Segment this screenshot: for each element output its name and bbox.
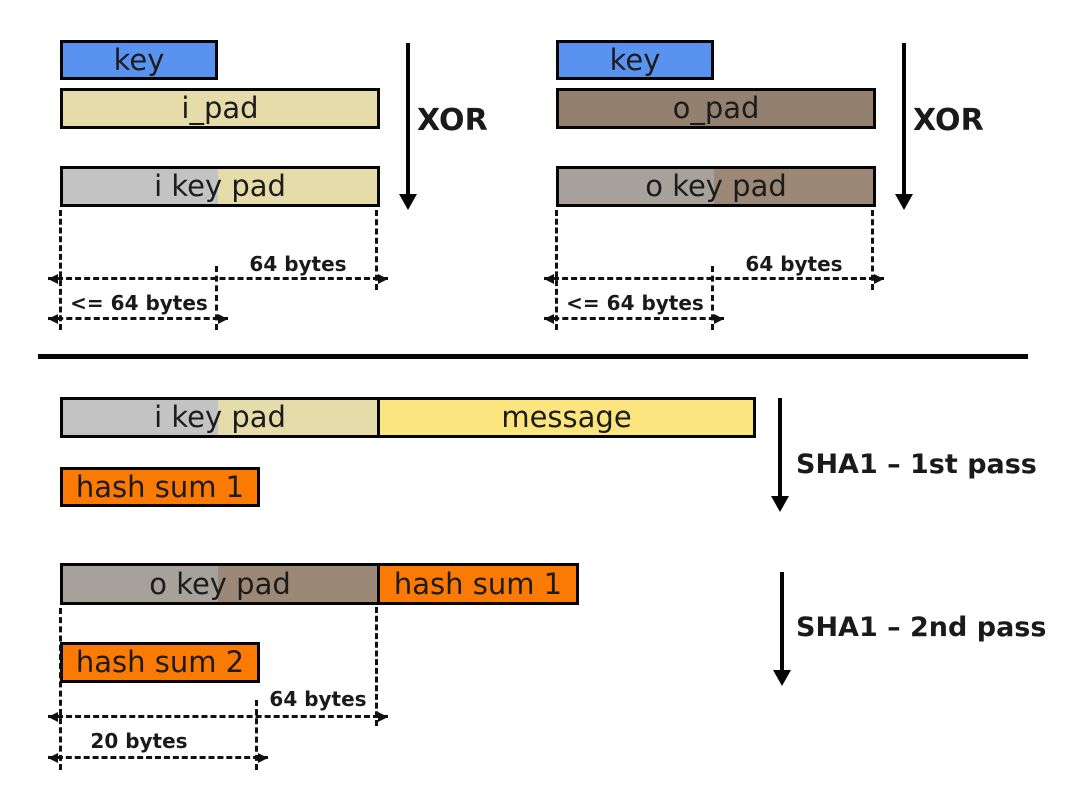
guide-line <box>871 210 874 290</box>
dim-line-le64-bytes-right <box>544 314 724 324</box>
opad-box: o_pad <box>556 88 876 129</box>
guide-line <box>375 210 378 290</box>
i-key-pad-gray-segment <box>63 169 218 204</box>
xor-arrow-left <box>399 43 417 210</box>
opad-label: o_pad <box>672 91 760 125</box>
dim-label-le64-bytes-right: <= 64 bytes <box>566 291 704 315</box>
hash-sum-2-box: hash sum 2 <box>60 642 260 683</box>
dim-line-64-bytes-right <box>544 274 884 284</box>
sha1-first-pass-label: SHA1 – 1st pass <box>796 449 1037 480</box>
dim-line-64-bytes-bottom <box>48 712 388 722</box>
i-key-pad-label: i key pad <box>154 169 286 203</box>
dim-label-64-bytes-right: 64 bytes <box>745 252 843 276</box>
i-key-pad-box-2: i key pad <box>60 397 380 438</box>
guide-line <box>375 607 378 726</box>
dim-line-20-bytes <box>48 753 268 763</box>
dim-label-20-bytes: 20 bytes <box>90 729 188 753</box>
o-key-pad-gray-segment <box>559 169 714 204</box>
guide-line <box>59 608 62 770</box>
o-key-pad-box: o key pad <box>556 166 876 207</box>
hash-sum-1-box-2: hash sum 1 <box>377 563 579 605</box>
hash-sum-1-label: hash sum 1 <box>75 469 245 504</box>
dim-label-le64-bytes-left: <= 64 bytes <box>70 291 208 315</box>
o-key-pad-gray-segment <box>63 566 218 602</box>
hash-sum-1-label: hash sum 1 <box>393 566 563 601</box>
i-key-pad-box: i key pad <box>60 166 380 207</box>
sha1-second-pass-arrow <box>773 572 791 686</box>
key-label: key <box>609 42 661 77</box>
xor-label-left: XOR <box>417 103 488 138</box>
message-label: message <box>501 400 632 434</box>
dim-line-64-bytes-left <box>48 274 388 284</box>
o-key-pad-label: o key pad <box>645 169 787 203</box>
guide-line <box>711 266 714 330</box>
section-divider <box>38 354 1028 359</box>
guide-line <box>255 700 258 770</box>
guide-line <box>59 210 62 330</box>
sha1-first-pass-arrow <box>771 398 789 512</box>
guide-line <box>555 210 558 330</box>
message-box: message <box>377 397 756 438</box>
sha1-second-pass-label: SHA1 – 2nd pass <box>796 612 1047 643</box>
i-key-pad-gray-segment <box>63 400 218 435</box>
o-key-pad-label: o key pad <box>149 566 291 601</box>
i-key-pad-label: i key pad <box>154 400 286 434</box>
xor-label-right: XOR <box>913 103 984 138</box>
ipad-label: i_pad <box>181 91 259 125</box>
key-box-right: key <box>556 40 714 80</box>
dim-line-le64-bytes-left <box>48 314 228 324</box>
o-key-pad-brown-segment <box>218 566 377 602</box>
dim-label-64-bytes-bottom: 64 bytes <box>269 687 367 711</box>
key-label: key <box>113 42 165 77</box>
xor-arrow-right <box>895 43 913 210</box>
i-key-pad-tan-segment <box>218 169 377 204</box>
o-key-pad-box-2: o key pad <box>60 563 380 605</box>
dim-label-64-bytes-left: 64 bytes <box>249 252 347 276</box>
o-key-pad-brown-segment <box>714 169 873 204</box>
hash-sum-2-label: hash sum 2 <box>75 645 245 679</box>
i-key-pad-tan-segment <box>218 400 377 435</box>
key-box-left: key <box>60 40 218 80</box>
ipad-box: i_pad <box>60 88 380 129</box>
hash-sum-1-box: hash sum 1 <box>60 467 260 507</box>
guide-line <box>215 266 218 330</box>
